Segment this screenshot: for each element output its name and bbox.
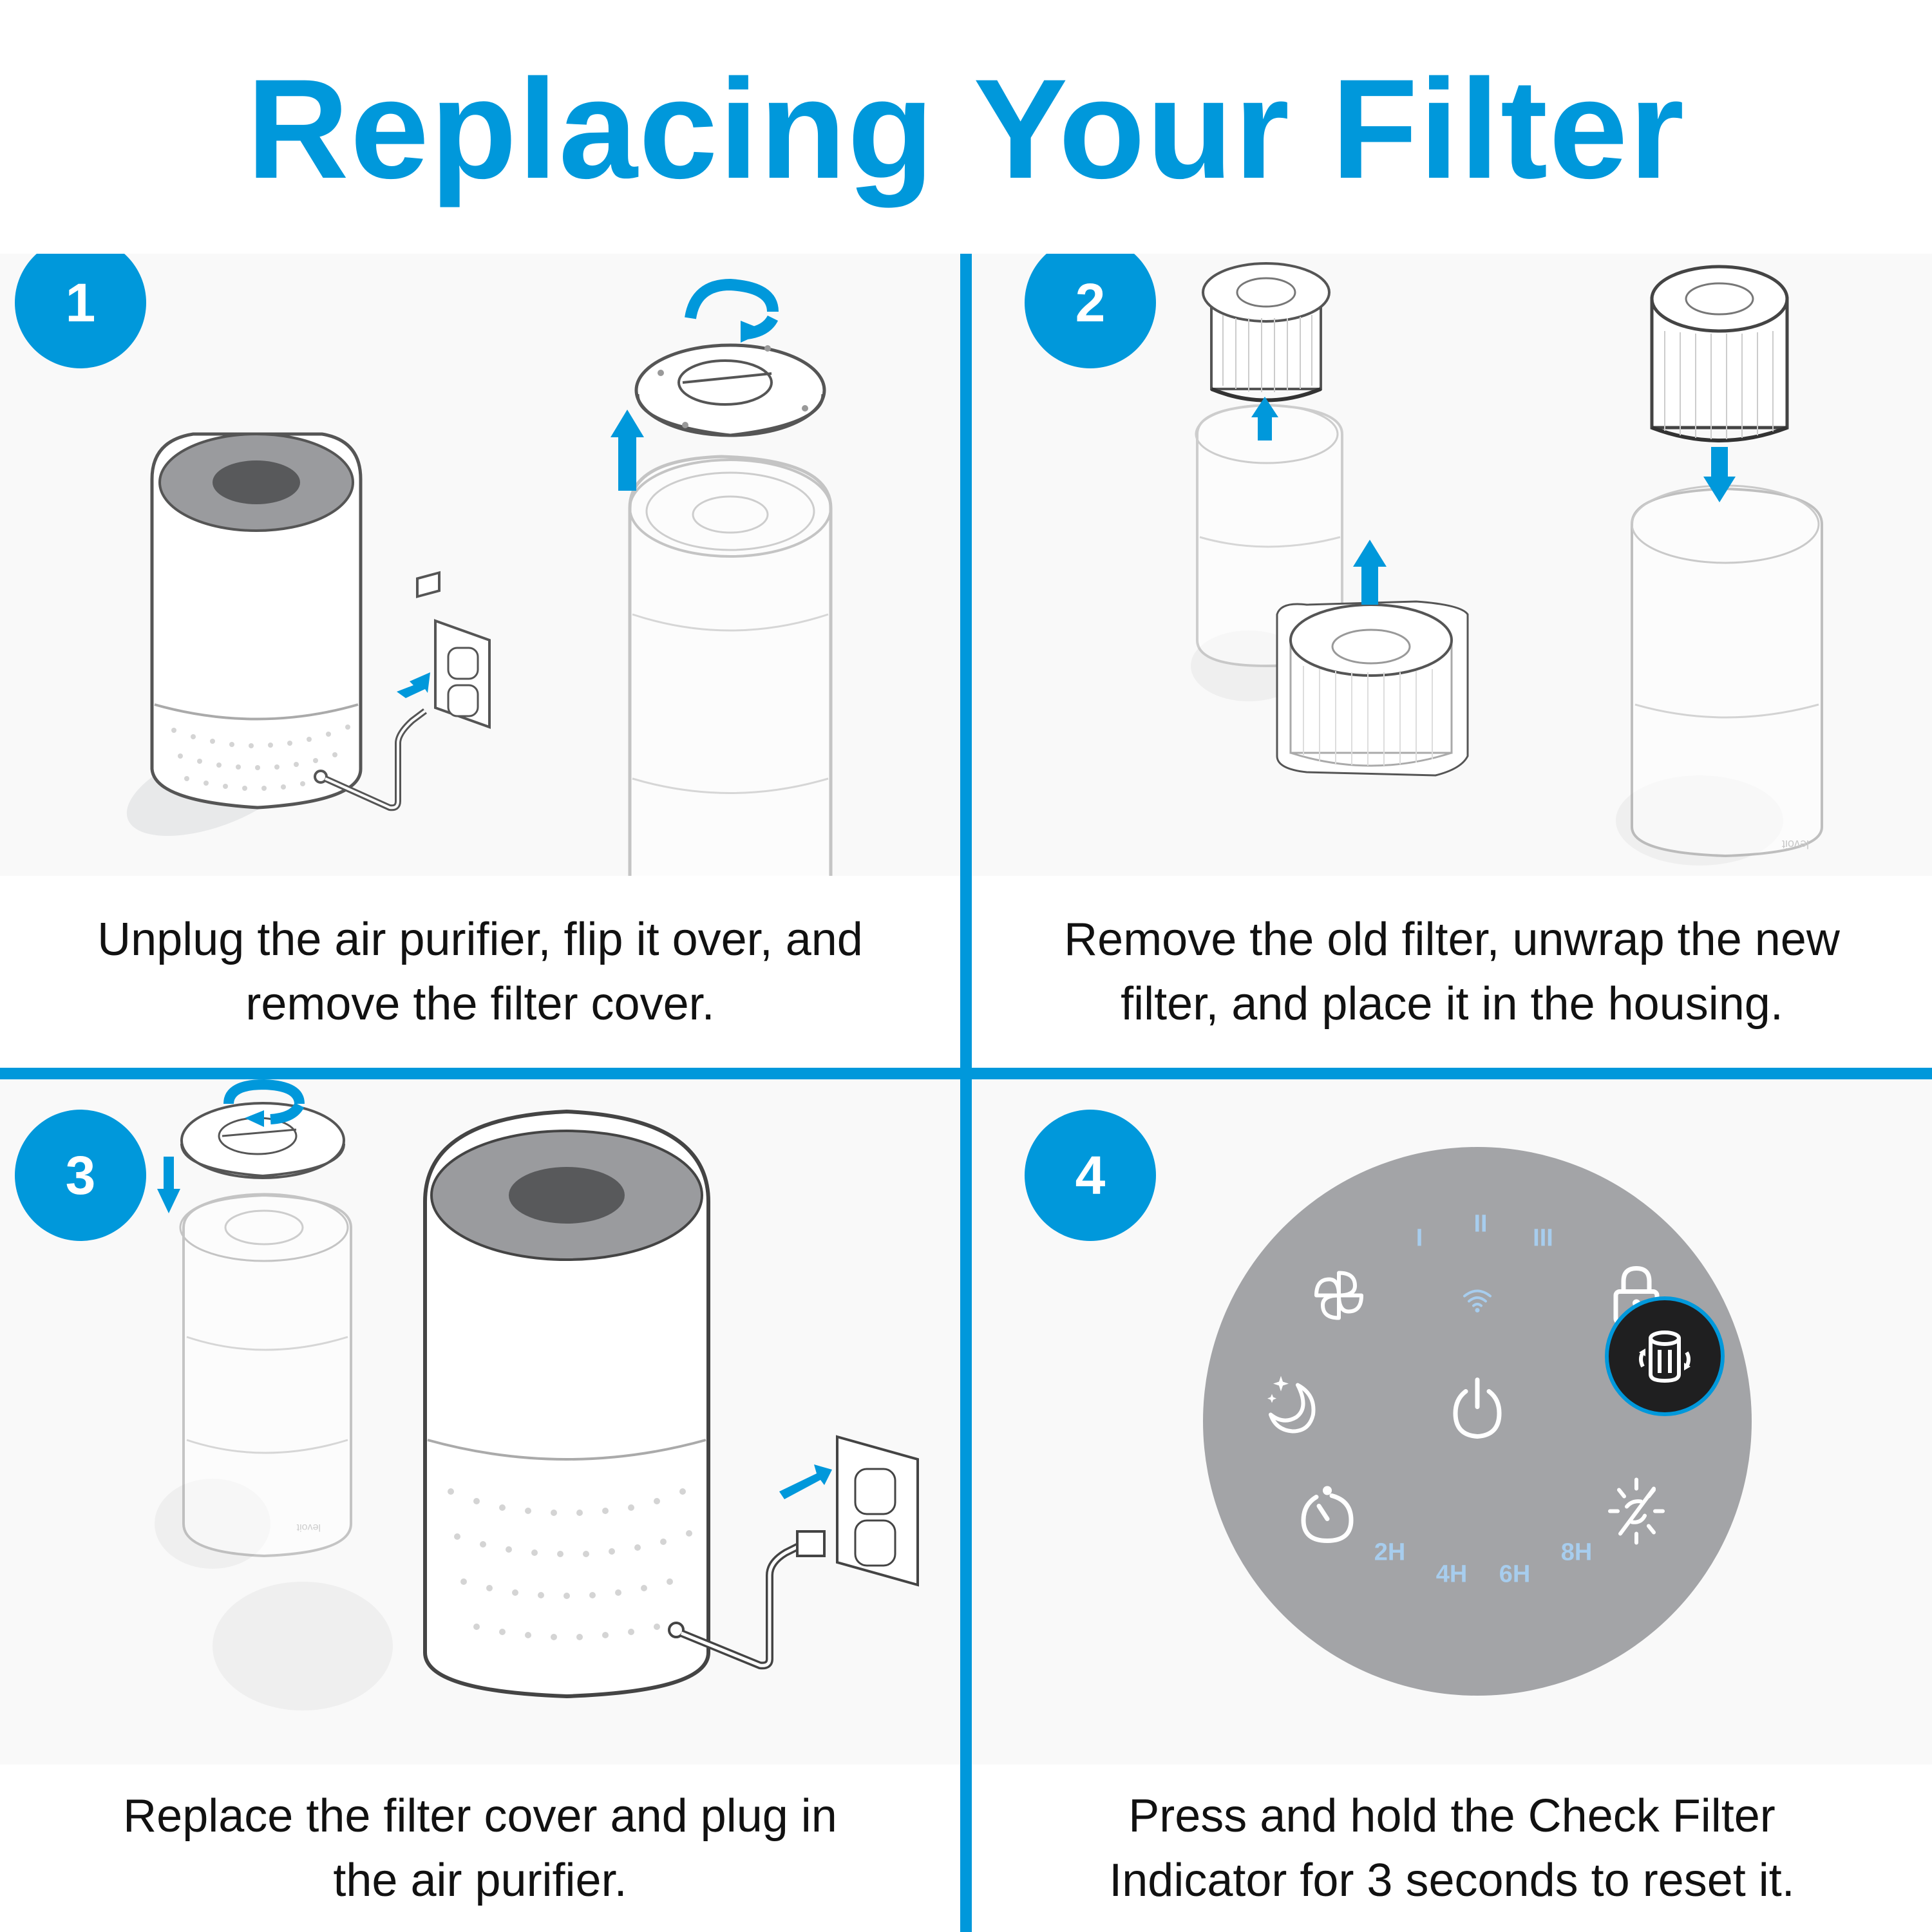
timer-4h-label: 4H bbox=[1435, 1560, 1468, 1588]
wifi-indicator bbox=[1461, 1287, 1493, 1316]
filter-swap-illustration: levoit bbox=[1191, 262, 1823, 866]
step-4-panel: I II III bbox=[972, 1079, 1932, 1932]
step-4-illustration: I II III bbox=[972, 1079, 1932, 1765]
step-3-illustration: levoit bbox=[0, 1079, 960, 1765]
step-2-illustration: levoit 2 bbox=[972, 254, 1932, 876]
filter-cover-icon bbox=[180, 1102, 345, 1179]
purifier-housing-icon: levoit bbox=[179, 1193, 352, 1558]
arrow-unplug-icon bbox=[397, 672, 430, 698]
check-filter-button[interactable] bbox=[1605, 1296, 1725, 1416]
caption-line: Indicator for 3 seconds to reset it. bbox=[1109, 1855, 1795, 1906]
step-number-badge: 4 bbox=[1025, 1110, 1156, 1241]
fan-level-3-label: III bbox=[1533, 1224, 1553, 1252]
vertical-divider bbox=[960, 254, 972, 1932]
step-2-panel: levoit 2 Remove the old filter, unwrap t… bbox=[972, 254, 1932, 1068]
caption-line: Press and hold the Check Filter bbox=[1128, 1790, 1776, 1842]
flipped-purifier-icon: levoit bbox=[628, 455, 833, 876]
step-3-panel: levoit bbox=[0, 1079, 960, 1932]
fan-level-1-label: I bbox=[1416, 1224, 1423, 1252]
timer-2h-label: 2H bbox=[1374, 1539, 1406, 1566]
new-filter-in-wrap-icon bbox=[1276, 600, 1469, 777]
timer-6h-label: 6H bbox=[1499, 1560, 1531, 1588]
rotate-clockwise-arrow-icon bbox=[223, 1079, 305, 1124]
caption-line: Replace the filter cover and plug in bbox=[123, 1790, 837, 1842]
fan-speed-button[interactable] bbox=[1310, 1267, 1368, 1328]
step-3-caption: Replace the filter cover and plug in the… bbox=[0, 1765, 960, 1932]
step-number-badge: 1 bbox=[15, 254, 146, 368]
timer-button[interactable] bbox=[1300, 1482, 1355, 1547]
fan-level-2-label: II bbox=[1473, 1210, 1488, 1238]
power-icon bbox=[1453, 1378, 1502, 1439]
replace-cover-illustration: levoit bbox=[155, 1079, 919, 1710]
timer-8h-label: 8H bbox=[1560, 1539, 1593, 1566]
power-button[interactable] bbox=[1452, 1376, 1503, 1444]
wall-outlet-icon bbox=[434, 619, 491, 729]
rotate-counterclockwise-arrow-icon bbox=[685, 278, 779, 339]
light-off-icon bbox=[1608, 1477, 1665, 1545]
wifi-icon bbox=[1463, 1289, 1492, 1312]
moon-stars-icon bbox=[1267, 1376, 1316, 1434]
display-off-button[interactable] bbox=[1607, 1476, 1665, 1550]
purifier-housing-icon: levoit bbox=[1631, 484, 1823, 858]
arrow-up-icon bbox=[1353, 540, 1387, 605]
step-number-badge: 2 bbox=[1025, 254, 1156, 368]
arrow-down-icon bbox=[157, 1157, 180, 1213]
air-purifier-icon bbox=[150, 432, 363, 810]
step-1-caption: Unplug the air purifier, flip it over, a… bbox=[0, 876, 960, 1068]
wall-outlet-icon bbox=[836, 1435, 919, 1587]
horizontal-divider bbox=[0, 1068, 1932, 1079]
arrow-down-icon bbox=[1703, 447, 1736, 502]
new-filter-icon bbox=[1650, 265, 1789, 442]
caption-line: the air purifier. bbox=[333, 1855, 627, 1906]
timer-icon bbox=[1301, 1486, 1354, 1544]
step-1-illustration: levoit 1 bbox=[0, 254, 960, 876]
control-panel-dial: I II III bbox=[1203, 1147, 1752, 1696]
filter-reset-icon bbox=[1639, 1331, 1690, 1383]
arrow-up-icon bbox=[1251, 397, 1278, 440]
caption-line: Unplug the air purifier, flip it over, a… bbox=[97, 914, 863, 965]
purifier-unplug-illustration: levoit bbox=[126, 278, 833, 876]
step-1-panel: levoit 1 Unplug the air purifier, fli bbox=[0, 254, 960, 1068]
caption-line: Remove the old filter, unwrap the new bbox=[1064, 914, 1840, 965]
svg-text:levoit: levoit bbox=[1782, 838, 1809, 851]
air-purifier-icon bbox=[423, 1109, 710, 1699]
step-number-badge: 3 bbox=[15, 1110, 146, 1241]
sleep-mode-button[interactable] bbox=[1264, 1372, 1322, 1440]
old-filter-icon bbox=[1202, 262, 1331, 402]
step-2-caption: Remove the old filter, unwrap the new fi… bbox=[972, 876, 1932, 1068]
fan-icon bbox=[1314, 1271, 1363, 1320]
step-4-caption: Press and hold the Check Filter Indicato… bbox=[972, 1765, 1932, 1932]
svg-text:levoit: levoit bbox=[296, 1522, 321, 1533]
arrow-plug-in-icon bbox=[779, 1464, 832, 1499]
filter-cover-icon bbox=[634, 343, 826, 437]
caption-line: filter, and place it in the housing. bbox=[1121, 978, 1783, 1030]
caption-line: remove the filter cover. bbox=[245, 978, 715, 1030]
arrow-up-icon bbox=[611, 410, 644, 491]
page-title: Replacing Your Filter bbox=[246, 50, 1686, 208]
